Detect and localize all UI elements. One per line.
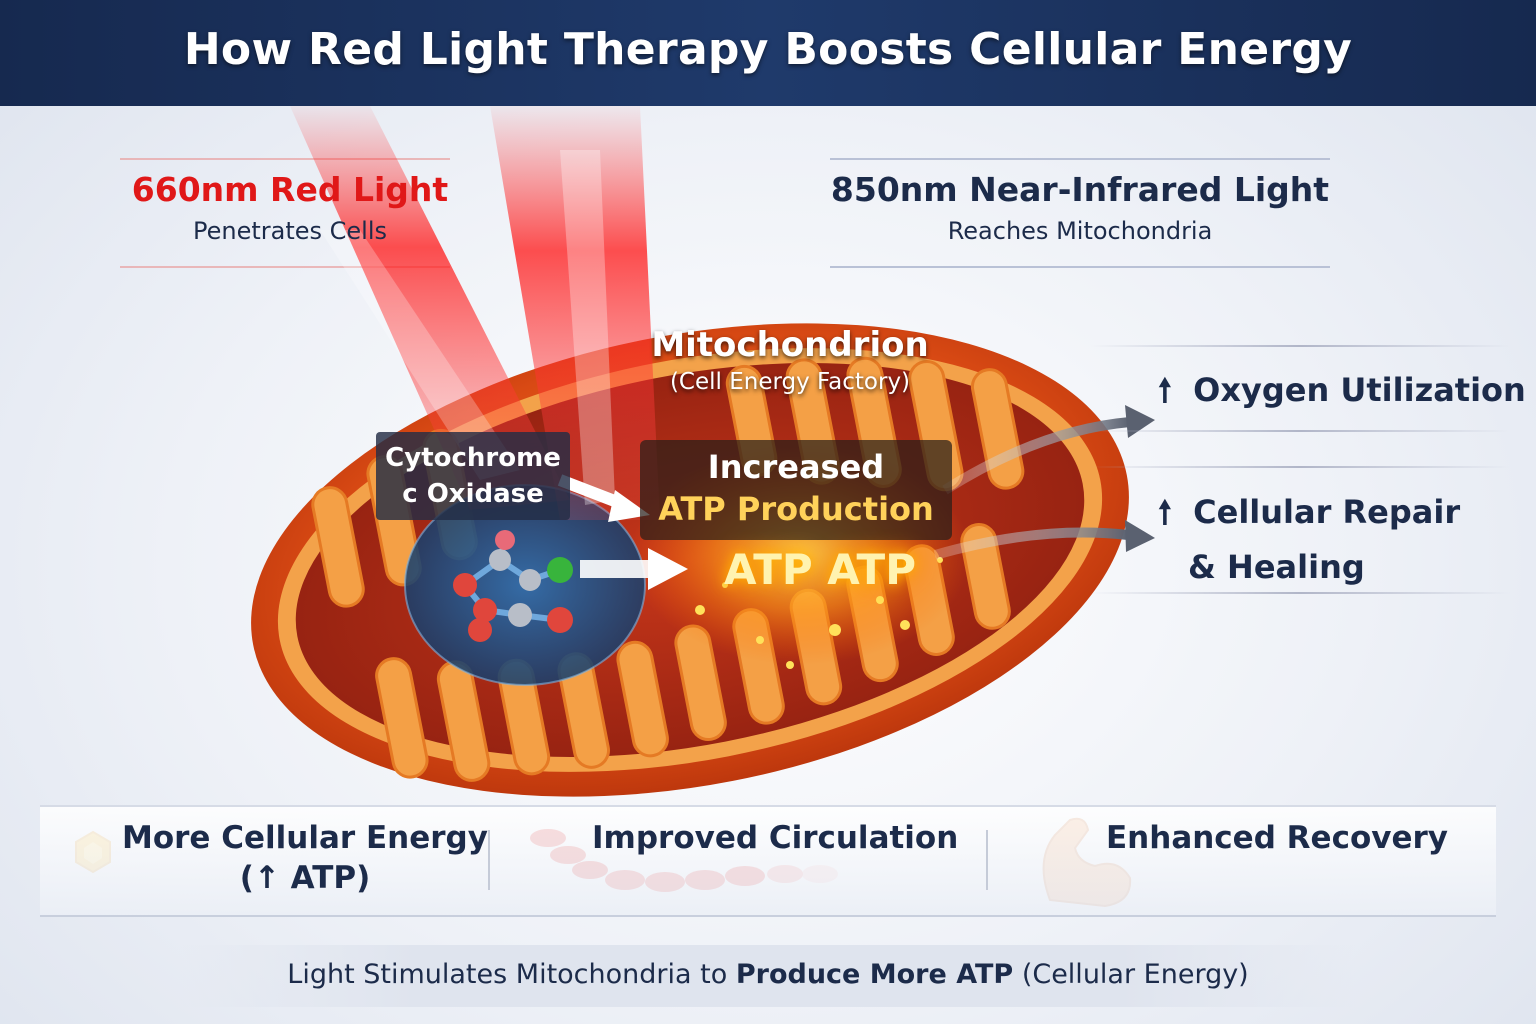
- molecule-icon: [453, 530, 573, 642]
- red-light-description: Penetrates Cells: [192, 217, 387, 245]
- benefit-repair: 🠕 Cellular Repair & Healing: [1158, 490, 1460, 586]
- benefit-repair-line2: & Healing: [1188, 548, 1365, 586]
- mitochondrion-label: Mitochondrion (Cell Energy Factory): [620, 325, 960, 395]
- footer-banner: Light Stimulates Mitochondria to Produce…: [180, 945, 1356, 1007]
- nir-light-label: 850nm Near-Infrared Light Reaches Mitoch…: [830, 170, 1330, 245]
- benefit-repair-line1: Cellular Repair: [1193, 493, 1461, 531]
- red-light-label-lines: [120, 158, 450, 268]
- red-light-label: 660nm Red Light Penetrates Cells: [120, 170, 460, 245]
- benefit-oxygen-label: Oxygen Utilization: [1193, 371, 1526, 409]
- molecule-arrow: [580, 548, 688, 590]
- footer-part1: Light Stimulates Mitochondria to: [287, 959, 728, 990]
- nir-label-lines: [830, 158, 1330, 268]
- oxygen-arrow: [942, 405, 1155, 495]
- bottom-item-recovery-label: Enhanced Recovery: [1106, 820, 1448, 856]
- cytochrome-line1: Cytochrome: [385, 443, 561, 473]
- red-light-beams: [290, 106, 660, 520]
- mitochondrion-subtitle: (Cell Energy Factory): [669, 369, 911, 395]
- bottom-item-circulation: Improved Circulation: [592, 820, 958, 856]
- benefit-divider: [1090, 430, 1510, 432]
- bottom-item-energy-line1: More Cellular Energy: [122, 820, 488, 856]
- atp-box-line2: ATP Production: [658, 490, 934, 528]
- bottom-item-energy-line2: (↑ ATP): [239, 860, 371, 896]
- atp-production-label: Increased ATP Production: [640, 440, 952, 540]
- atp-glow-text: ATP ATP: [724, 545, 916, 594]
- mitochondrion-title: Mitochondrion: [651, 325, 929, 365]
- nir-light-description: Reaches Mitochondria: [947, 217, 1213, 245]
- header-bar: How Red Light Therapy Boosts Cellular En…: [0, 0, 1536, 106]
- benefit-divider: [1090, 345, 1510, 347]
- bottom-item-recovery: Enhanced Recovery: [1106, 820, 1448, 856]
- footer-part2: (Cellular Energy): [1021, 959, 1249, 990]
- band-separator: [488, 830, 490, 890]
- cytochrome-line2: c Oxidase: [402, 479, 544, 509]
- bottom-item-energy: More Cellular Energy (↑ ATP): [122, 820, 488, 896]
- red-light-title: 660nm Red Light: [131, 170, 449, 209]
- band-separator: [986, 830, 988, 890]
- benefit-divider: [1090, 466, 1510, 468]
- benefit-divider: [1090, 592, 1510, 594]
- atp-box-line1: Increased: [707, 448, 885, 486]
- bottom-item-circulation-label: Improved Circulation: [592, 820, 959, 856]
- up-arrow-icon: 🠕: [1158, 493, 1172, 531]
- benefit-oxygen: 🠕 Oxygen Utilization: [1158, 368, 1526, 422]
- repair-arrow: [933, 520, 1155, 560]
- cytochrome-arrow: [557, 474, 650, 522]
- footer-text: Light Stimulates Mitochondria to Produce…: [180, 959, 1356, 990]
- up-arrow-icon: 🠕: [1158, 371, 1172, 409]
- nir-light-title: 850nm Near-Infrared Light: [830, 170, 1330, 209]
- page-title: How Red Light Therapy Boosts Cellular En…: [183, 24, 1353, 75]
- atp-sparkles: [695, 557, 943, 669]
- footer-bold: Produce More ATP: [735, 959, 1014, 990]
- benefits-band: [40, 805, 1496, 917]
- cytochrome-label: Cytochrome c Oxidase: [376, 432, 570, 520]
